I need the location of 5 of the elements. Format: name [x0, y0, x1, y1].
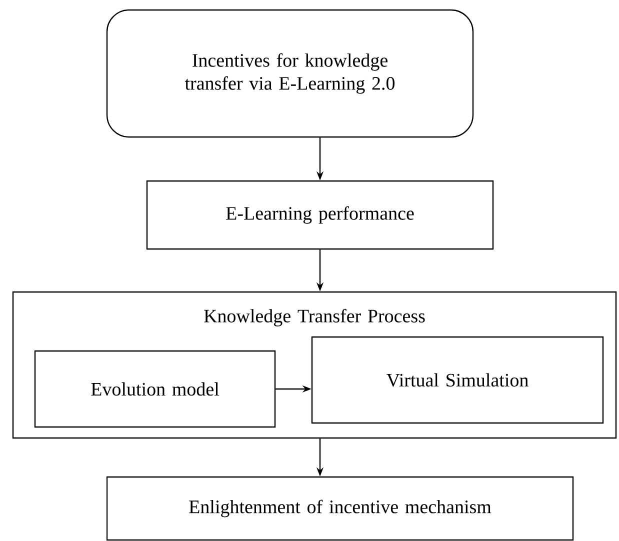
- process-box: Enlightenment of incentive mechanism: [106, 476, 574, 541]
- process-box: Virtual Simulation: [311, 336, 604, 424]
- process-box: Evolution model: [34, 350, 276, 428]
- process-box: E-Learning performance: [146, 180, 494, 250]
- process-box: Incentives for knowledge transfer via E-Learning 2.0: [106, 9, 474, 138]
